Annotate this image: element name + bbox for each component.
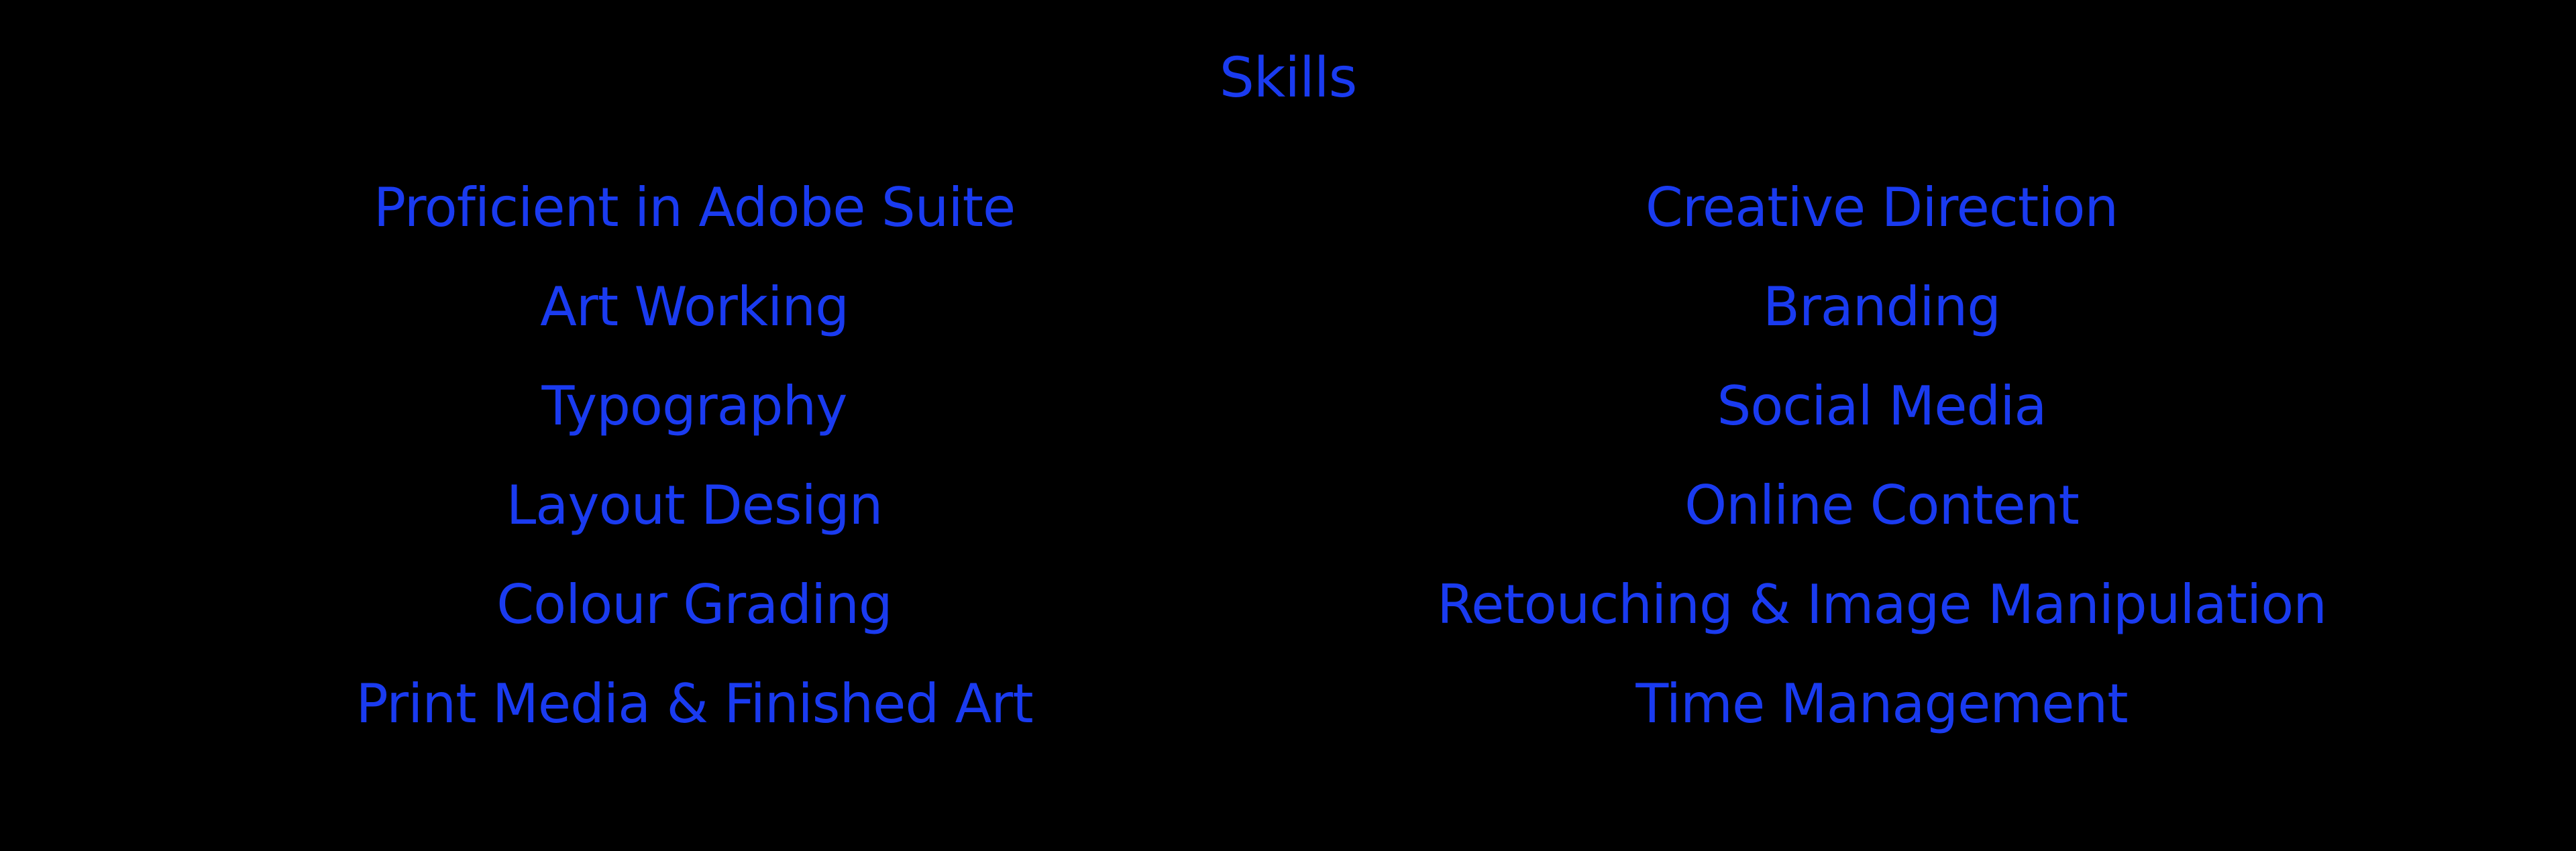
skills-column-right: Creative Direction Branding Social Media… [1412,158,2351,754]
skills-column-left: Proficient in Adobe Suite Art Working Ty… [225,158,1164,754]
skill-item: Time Management [1635,673,2128,735]
skill-item: Layout Design [506,474,883,536]
skill-item: Social Media [1717,375,2047,437]
skill-item: Retouching & Image Manipulation [1437,573,2327,636]
skill-item: Print Media & Finished Art [356,673,1033,735]
skill-item: Branding [1763,276,2001,338]
skill-item: Proficient in Adobe Suite [373,176,1016,239]
skill-item: Colour Grading [496,573,892,636]
skill-item: Typography [541,375,848,437]
skill-item: Creative Direction [1645,176,2118,239]
skill-item: Online Content [1684,474,2080,536]
skill-item: Art Working [540,276,849,338]
section-title: Skills [1219,46,1358,110]
